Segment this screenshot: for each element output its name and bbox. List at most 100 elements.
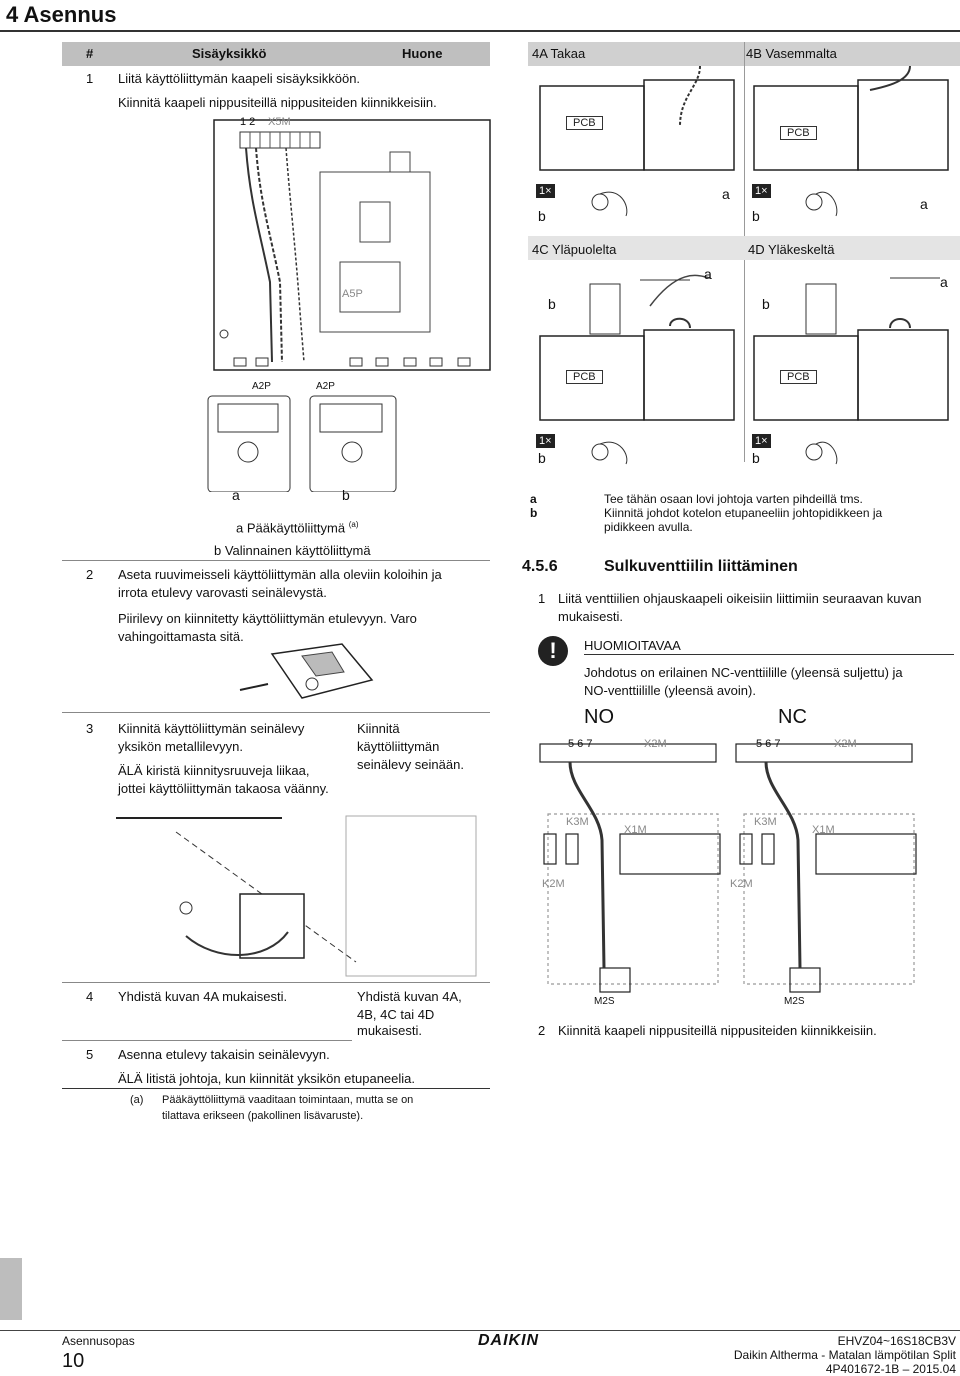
daikin-logo: DAIKIN [478, 1332, 540, 1349]
qty-badge-4d: 1× [752, 434, 771, 448]
warning-icon: ! [538, 636, 568, 666]
label-b-4b: b [752, 208, 760, 224]
pcb-label-4b: PCB [780, 126, 817, 140]
terminal-nums-no: 5 6 7 [568, 738, 593, 750]
row1-line1: Liitä käyttöliittymän kaapeli sisäyksikk… [118, 71, 361, 86]
label-b-4d-top: b [762, 296, 770, 312]
legend-optional-ui: b Valinnainen käyttöliittymä [214, 543, 371, 558]
fig1-a5p: A5P [342, 288, 363, 300]
fig1-label-a: a [232, 487, 240, 503]
pcb-label-4c: PCB [566, 370, 603, 384]
section-title: Sulkuventtiilin liittäminen [604, 558, 798, 575]
legend-b-text-1: Kiinnitä johdot kotelon etupaneeliin joh… [604, 506, 883, 520]
warning-line1: Johdotus on erilainen NC-venttiilille (y… [584, 665, 903, 680]
remove-front-panel-figure [239, 643, 374, 699]
label-a-4a: a [722, 186, 730, 202]
row4-room1: Yhdistä kuvan 4A, [357, 989, 462, 1004]
row1-line2: Kiinnitä kaapeli nippusiteillä nippusite… [118, 95, 437, 110]
row-divider [62, 1040, 352, 1041]
page-title: 4 Asennus [6, 2, 117, 27]
step2-text: Kiinnitä kaapeli nippusiteillä nippusite… [558, 1023, 877, 1038]
panel-header-row-2 [528, 236, 960, 260]
x2m-no: X2M [644, 738, 667, 750]
m2s-nc: M2S [784, 996, 805, 1007]
title-rule [0, 30, 960, 32]
step2-num: 2 [538, 1023, 546, 1038]
footer-product: Daikin Altherma - Matalan lämpötilan Spl… [733, 1348, 956, 1362]
panel-4d-title: 4D Yläkeskeltä [748, 242, 835, 257]
fig1-label-b: b [342, 487, 350, 503]
k3m-no: K3M [566, 816, 589, 828]
row-divider [62, 560, 490, 561]
fig1-x5m: X5M [268, 116, 291, 128]
fig1-a2p-right: A2P [316, 381, 335, 392]
page-side-tab [0, 1258, 22, 1320]
footnote-line1: Pääkäyttöliittymä vaaditaan toimintaan, … [162, 1094, 414, 1106]
row2-line3: Piirilevy on kiinnitetty käyttöliittymän… [118, 611, 417, 626]
terminal-nums-nc: 5 6 7 [756, 738, 781, 750]
qty-badge-4c: 1× [536, 434, 555, 448]
qty-badge-4a: 1× [536, 184, 555, 198]
section-number: 4.5.6 [522, 558, 558, 575]
row3-room3: seinälevy seinään. [357, 757, 464, 772]
legend-a-text: Tee tähän osaan lovi johtoja varten pihd… [604, 492, 863, 506]
row3-num: 3 [86, 721, 94, 736]
warning-line2: NO-venttiilille (yleensä avoin). [584, 683, 756, 698]
label-b-4c-top: b [548, 296, 556, 312]
fig1-terminal-nums: 1 2 [240, 116, 256, 128]
pcb-label-4d: PCB [780, 370, 817, 384]
col-room: Huone [402, 46, 443, 61]
row-divider [62, 982, 490, 983]
footnote-mark: (a) [130, 1094, 144, 1106]
row3-line2: yksikön metallilevyyn. [118, 739, 243, 754]
k2m-no: K2M [542, 878, 565, 890]
label-b-4c: b [538, 450, 546, 466]
footer-model: EHVZ04~16S18CB3V [837, 1334, 956, 1348]
k2m-nc: K2M [730, 878, 753, 890]
row3-line1: Kiinnitä käyttöliittymän seinälevy [118, 721, 305, 736]
label-a-4c: a [704, 266, 712, 282]
row3-room2: käyttöliittymän [357, 739, 440, 754]
footnote-line2: tilattava erikseen (pakollinen lisävarus… [162, 1110, 364, 1122]
cable-routing-figures [539, 66, 949, 465]
row-divider [62, 712, 490, 713]
footer-page-number: 10 [62, 1350, 85, 1372]
m2s-no: M2S [594, 996, 615, 1007]
pcb-label-4a: PCB [566, 116, 603, 130]
footer-doc-type: Asennusopas [62, 1334, 135, 1348]
indoor-unit-wiring-figure [207, 119, 491, 492]
step1-num: 1 [538, 591, 546, 606]
table-bottom-rule [62, 1088, 490, 1089]
k3m-nc: K3M [754, 816, 777, 828]
label-b-4a: b [538, 208, 546, 224]
label-no: NO [584, 706, 614, 728]
panel-4b-title: 4B Vasemmalta [746, 46, 837, 61]
legend-b-text-2: pidikkeen avulla. [604, 520, 693, 534]
warning-title: HUOMIOITAVAA [584, 638, 681, 653]
row5-num: 5 [86, 1047, 94, 1062]
row5-note: ÄLÄ litistä johtoja, kun kiinnität yksik… [118, 1071, 416, 1086]
step1-line1: Liitä venttiilien ohjauskaapeli oikeisii… [558, 591, 922, 606]
footer-rule [0, 1330, 960, 1331]
row4-text: Yhdistä kuvan 4A mukaisesti. [118, 989, 288, 1004]
warning-rule [584, 654, 954, 655]
row4-num: 4 [86, 989, 94, 1004]
fig1-a2p-left: A2P [252, 381, 271, 392]
step1-line2: mukaisesti. [558, 609, 624, 624]
table-header: # Sisäyksikkö Huone [62, 42, 490, 66]
col-unit: Sisäyksikkö [192, 46, 267, 61]
panel-4c-title: 4C Yläpuolelta [532, 242, 617, 257]
wall-plate-mount-figure [116, 815, 477, 977]
label-b-4d: b [752, 450, 760, 466]
row4-room2: 4B, 4C tai 4D [357, 1007, 435, 1022]
col-num: # [86, 46, 94, 61]
row3-line3: ÄLÄ kiristä kiinnitysruuveja liikaa, [118, 763, 310, 778]
row5-text: Asenna etulevy takaisin seinälevyyn. [118, 1047, 330, 1062]
row2-line4: vahingoittamasta sitä. [118, 629, 244, 644]
row2-num: 2 [86, 567, 94, 582]
qty-badge-4b: 1× [752, 184, 771, 198]
x1m-no: X1M [624, 824, 647, 836]
row1-num: 1 [86, 71, 94, 86]
label-a-4d: a [940, 274, 948, 290]
row2-line1: Aseta ruuvimeisseli käyttöliittymän alla… [118, 567, 442, 582]
